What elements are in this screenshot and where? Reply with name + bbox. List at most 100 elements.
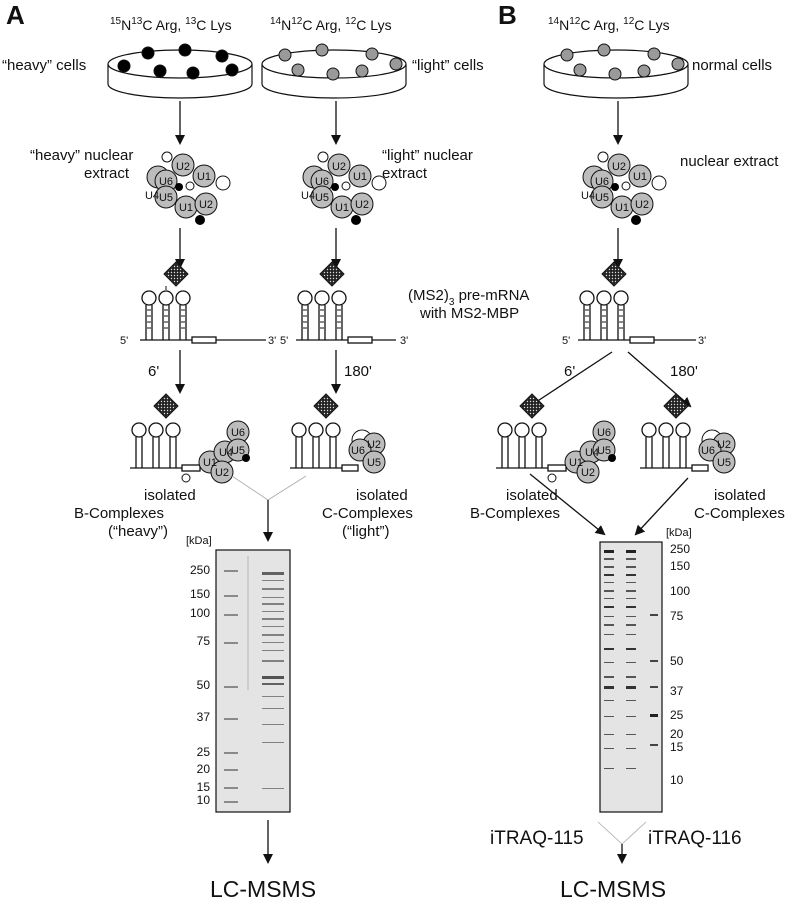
svg-text:3': 3' xyxy=(400,335,408,347)
light-c-label-2: C-Complexes xyxy=(322,505,413,522)
merge-line-right-a xyxy=(267,475,307,501)
gel-b-marker-15: 15 xyxy=(670,740,684,754)
gel-b-marker-100: 100 xyxy=(670,584,690,598)
svg-text:U1: U1 xyxy=(335,202,349,214)
arrow-c-to-gel xyxy=(634,477,689,536)
gel-b-marker-250: 250 xyxy=(670,542,690,556)
svg-text:U1: U1 xyxy=(633,171,647,183)
svg-text:U4: U4 xyxy=(301,190,315,202)
svg-text:U2: U2 xyxy=(332,161,346,173)
svg-text:5': 5' xyxy=(280,335,288,347)
gel-a-marker-37: 37 xyxy=(197,710,211,724)
heavy-cells-label: “heavy” cells xyxy=(2,57,86,74)
light-pre-mrna: 5' 3' xyxy=(280,261,408,347)
panel-b-letter: B xyxy=(498,0,517,30)
light-isotope-label: 14N12C Arg, 12C Lys xyxy=(270,16,392,33)
merge-line-left-b xyxy=(597,821,623,845)
svg-text:U5: U5 xyxy=(315,192,329,204)
heavy-pre-mrna: 5' 3' xyxy=(120,261,276,347)
heavy-b-label-3: (“heavy”) xyxy=(108,523,168,540)
u4-label: U4 xyxy=(145,190,159,202)
b-complex-label-2: B-Complexes xyxy=(470,505,560,522)
svg-text:U5: U5 xyxy=(595,192,609,204)
u2-label: U2 xyxy=(176,161,190,173)
gel-a-marker-250: 250 xyxy=(190,563,210,577)
svg-text:U4: U4 xyxy=(581,190,595,202)
svg-text:U4: U4 xyxy=(219,447,233,459)
svg-text:U1: U1 xyxy=(615,202,629,214)
b-complex-label-1: isolated xyxy=(506,487,558,504)
gel-a-marker-25: 25 xyxy=(197,745,211,759)
three-prime-label: 3' xyxy=(268,335,276,347)
c-complex-label-2: C-Complexes xyxy=(694,505,785,522)
u6-label: U6 xyxy=(159,176,173,188)
light-c-label-1: isolated xyxy=(356,487,408,504)
heavy-snrnp-cluster: U2 U4 U6 U5 U1 U1 U2 xyxy=(145,151,231,225)
arrow-to-b-complex-b xyxy=(528,351,613,408)
lcmsms-b-label: LC-MSMS xyxy=(560,876,666,902)
merge-line-left-a xyxy=(231,475,269,501)
svg-text:5': 5' xyxy=(562,335,570,347)
light-time-label: 180' xyxy=(344,363,372,380)
svg-text:3': 3' xyxy=(698,335,706,347)
light-c-label-3: (“light”) xyxy=(342,523,390,540)
u1-label: U1 xyxy=(197,171,211,183)
svg-text:U6: U6 xyxy=(351,445,365,457)
gel-b-kda-label: [kDa] xyxy=(666,527,692,539)
normal-b-complex: U1 U4 U6 U5 U2 xyxy=(496,393,616,484)
svg-text:U4: U4 xyxy=(585,447,599,459)
b-time-label: 6' xyxy=(564,363,575,380)
heavy-isotope-label: 15N13C Arg, 13C Lys xyxy=(110,16,232,33)
svg-text:U1: U1 xyxy=(353,171,367,183)
normal-pre-mrna: 5' 3' xyxy=(562,261,706,347)
heavy-time-label: 6' xyxy=(148,363,159,380)
normal-cells-label: normal cells xyxy=(692,57,772,74)
light-snrnp-cluster: U2 U4 U6 U5 U1 U1 U2 xyxy=(301,151,387,225)
svg-text:U6: U6 xyxy=(595,176,609,188)
svg-text:U6: U6 xyxy=(231,427,245,439)
svg-text:U2: U2 xyxy=(355,199,369,211)
svg-text:U6: U6 xyxy=(701,445,715,457)
svg-text:U2: U2 xyxy=(612,161,626,173)
light-extract-label-2: extract xyxy=(382,165,428,182)
gel-a-marker-75: 75 xyxy=(197,634,211,648)
svg-text:U2: U2 xyxy=(367,439,381,451)
gel-a-kda-label: [kDa] xyxy=(186,535,212,547)
svg-text:U6: U6 xyxy=(315,176,329,188)
gel-a-marker-100: 100 xyxy=(190,606,210,620)
heavy-extract-label-1: “heavy” nuclear xyxy=(30,147,133,164)
arrow-b-to-gel xyxy=(529,473,606,536)
merge-line-right-b xyxy=(621,821,647,845)
svg-text:U2: U2 xyxy=(581,467,595,479)
svg-text:U5: U5 xyxy=(717,457,731,469)
light-c-complex: U2 U6 U5 xyxy=(290,393,386,474)
gel-a-marker-150: 150 xyxy=(190,587,210,601)
gel-b-marker-50: 50 xyxy=(670,654,684,668)
lcmsms-a-label: LC-MSMS xyxy=(210,876,316,902)
u5-label: U5 xyxy=(159,192,173,204)
heavy-extract-label-2: extract xyxy=(84,165,130,182)
gel-b-marker-25: 25 xyxy=(670,708,684,722)
svg-text:U1: U1 xyxy=(569,457,583,469)
svg-text:U5: U5 xyxy=(597,445,611,457)
five-prime-label: 5' xyxy=(120,335,128,347)
svg-text:U2: U2 xyxy=(717,439,731,451)
svg-text:U2: U2 xyxy=(635,199,649,211)
svg-text:U2: U2 xyxy=(215,467,229,479)
substrate-label-line1: (MS2)3 pre-mRNA xyxy=(408,287,529,308)
heavy-b-label-1: isolated xyxy=(144,487,196,504)
itraq-116-label: iTRAQ-116 xyxy=(648,828,742,849)
itraq-115-label: iTRAQ-115 xyxy=(490,828,584,849)
substrate-label-line2: with MS2-MBP xyxy=(419,305,519,322)
gel-b-marker-37: 37 xyxy=(670,684,684,698)
u2-label-2: U2 xyxy=(199,199,213,211)
heavy-b-label-2: B-Complexes xyxy=(74,505,164,522)
svg-text:U1: U1 xyxy=(203,457,217,469)
light-extract-label-1: “light” nuclear xyxy=(382,147,473,164)
u1-label-2: U1 xyxy=(179,202,193,214)
gel-a-marker-50: 50 xyxy=(197,678,211,692)
